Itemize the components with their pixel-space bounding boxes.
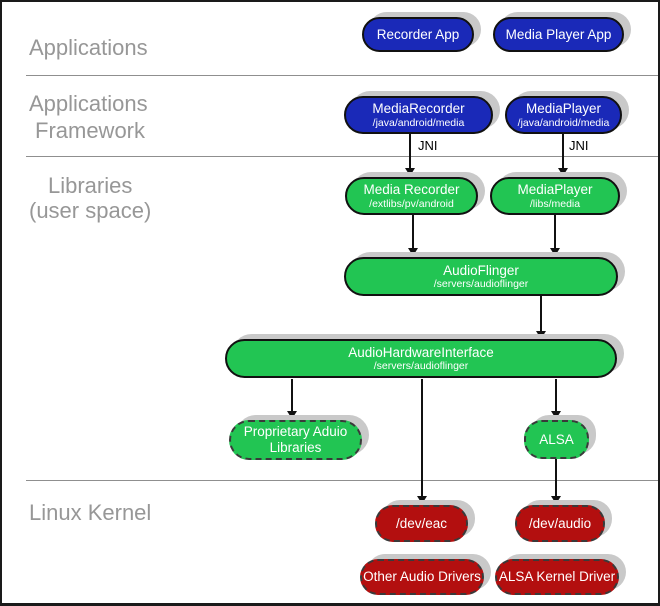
jni-left-label: JNI — [418, 138, 438, 153]
ahi-to-dev-eac-arrow — [416, 379, 428, 504]
section-label-libraries-line2: (user space) — [29, 198, 152, 223]
ahi-to-proprietary-arrow — [286, 379, 298, 419]
section-divider-applications — [26, 75, 658, 76]
node-title: AudioFlinger — [443, 262, 519, 278]
node-proprietary-audio-libraries: Proprietary Aduio Libraries — [229, 420, 362, 460]
section-divider-kernel — [26, 480, 658, 481]
node-title: ALSA Kernel Driver — [498, 569, 616, 585]
section-label-applications: Applications — [29, 35, 148, 60]
node-title: /dev/eac — [395, 515, 448, 531]
node-title: AudioHardwareInterface — [348, 344, 494, 360]
node-dev-eac: /dev/eac — [375, 505, 468, 542]
jni-right-arrow — [557, 134, 569, 176]
node-mediarecorder-framework: MediaRecorder /java/android/media — [344, 96, 493, 134]
node-other-audio-drivers: Other Audio Drivers — [360, 559, 484, 595]
node-recorder-app: Recorder App — [362, 17, 474, 52]
node-title: Recorder App — [376, 26, 460, 42]
node-title: ALSA — [539, 431, 574, 447]
node-media-player-app: Media Player App — [493, 17, 624, 52]
section-label-libraries-line1: Libraries — [48, 173, 133, 198]
node-title: MediaPlayer — [525, 101, 602, 117]
node-subtitle: /extlibs/pv/android — [369, 197, 454, 210]
alsa-to-dev-audio-arrow — [550, 459, 562, 504]
section-divider-framework — [26, 156, 658, 157]
node-title: /dev/audio — [528, 515, 592, 531]
node-title: MediaPlayer — [517, 182, 593, 198]
section-label-applications-framework-line2: Framework — [35, 118, 146, 143]
node-subtitle: /servers/audioflinger — [433, 278, 529, 291]
node-subtitle: /libs/media — [529, 197, 581, 210]
jni-right-label: JNI — [569, 138, 589, 153]
audioflinger-to-ahi-arrow — [535, 296, 547, 339]
node-title: Proprietary Aduio — [243, 424, 348, 440]
ahi-to-alsa-arrow — [550, 379, 562, 419]
media-recorder-to-audioflinger-arrow — [407, 215, 419, 256]
node-title: Other Audio Drivers — [363, 569, 481, 585]
node-title: MediaRecorder — [372, 101, 465, 117]
section-label-linux-kernel: Linux Kernel — [29, 500, 152, 525]
node-subtitle: Libraries — [269, 440, 322, 455]
section-label-applications-framework-line1: Applications — [29, 91, 148, 116]
node-audiohardwareinterface: AudioHardwareInterface /servers/audiofli… — [225, 339, 617, 378]
node-subtitle: /java/android/media — [372, 116, 465, 129]
node-alsa: ALSA — [524, 420, 589, 459]
node-subtitle: /servers/audioflinger — [373, 360, 469, 373]
node-audioflinger: AudioFlinger /servers/audioflinger — [344, 257, 618, 296]
mediaplayer-to-audioflinger-arrow — [549, 215, 561, 256]
node-mediaplayer-framework: MediaPlayer /java/android/media — [505, 96, 622, 134]
node-subtitle: /java/android/media — [517, 116, 610, 129]
node-title: Media Recorder — [363, 182, 460, 198]
node-media-recorder-lib: Media Recorder /extlibs/pv/android — [345, 177, 478, 215]
jni-left-arrow — [404, 134, 416, 176]
node-title: Media Player App — [505, 26, 612, 42]
node-alsa-kernel-driver: ALSA Kernel Driver — [495, 559, 619, 595]
node-dev-audio: /dev/audio — [515, 505, 605, 542]
node-mediaplayer-lib: MediaPlayer /libs/media — [490, 177, 620, 215]
